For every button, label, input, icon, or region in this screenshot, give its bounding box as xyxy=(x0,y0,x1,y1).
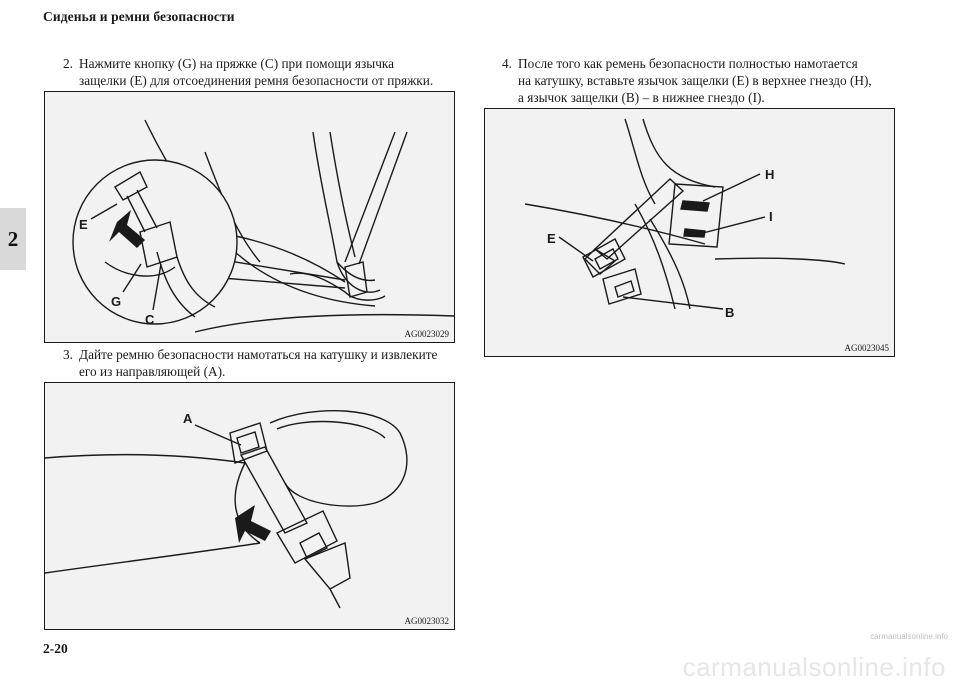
step-number: 4. xyxy=(502,56,512,71)
step-4: 4. После того как ремень безопасности пол… xyxy=(502,55,872,106)
callout-e: E xyxy=(547,231,556,246)
step-text-line: Нажмите кнопку (G) на пряжке (C) при пом… xyxy=(79,56,395,71)
step-text-line: После того как ремень безопасности полно… xyxy=(518,56,858,71)
buckle-release-illustration: E G C xyxy=(72,119,454,333)
chapter-number: 2 xyxy=(7,226,19,251)
callout-e: E xyxy=(79,217,88,232)
callout-i: I xyxy=(769,209,773,224)
watermark-small: carmanualsonline.info xyxy=(870,632,948,641)
callout-h: H xyxy=(765,167,774,182)
watermark: carmanualsonline.info xyxy=(682,652,946,682)
step-text-line: его из направляющей (A). xyxy=(79,364,226,379)
step-2: 2. Нажмите кнопку (G) на пряжке (C) при п… xyxy=(63,55,433,89)
step-number: 2. xyxy=(63,56,73,71)
figure-belt-guide: A AG0023032 xyxy=(44,382,455,630)
step-text-line: Дайте ремню безопасности намотаться на к… xyxy=(79,347,438,362)
page-header: Сиденья и ремни безопасности xyxy=(43,9,235,24)
step-text-line: на катушку, вставьте язычок защелки (E) … xyxy=(518,73,872,88)
callout-g: G xyxy=(111,294,121,309)
step-text-line: а язычок защелки (B) – в нижнее гнездо (… xyxy=(518,90,765,105)
figure-buckle-release: E G C AG0023029 xyxy=(44,91,455,343)
step-text-line: защелки (E) для отсоединения ремня безоп… xyxy=(79,73,434,88)
callout-c: C xyxy=(145,312,155,327)
page-number: 2-20 xyxy=(43,641,68,656)
figure-code: AG0023045 xyxy=(844,343,890,353)
figure-code: AG0023029 xyxy=(404,329,450,339)
step-3: 3. Дайте ремню безопасности намотаться на… xyxy=(63,346,437,380)
step-number: 3. xyxy=(63,347,73,362)
belt-guide-illustration: A xyxy=(45,410,408,609)
figure-belt-stowage: H I E B AG0023045 xyxy=(484,108,895,357)
callout-b: B xyxy=(725,305,734,320)
belt-stowage-illustration: H I E B xyxy=(524,118,846,320)
chapter-tab: 2 xyxy=(0,208,26,270)
callout-a: A xyxy=(183,411,193,426)
figure-code: AG0023032 xyxy=(404,616,450,626)
